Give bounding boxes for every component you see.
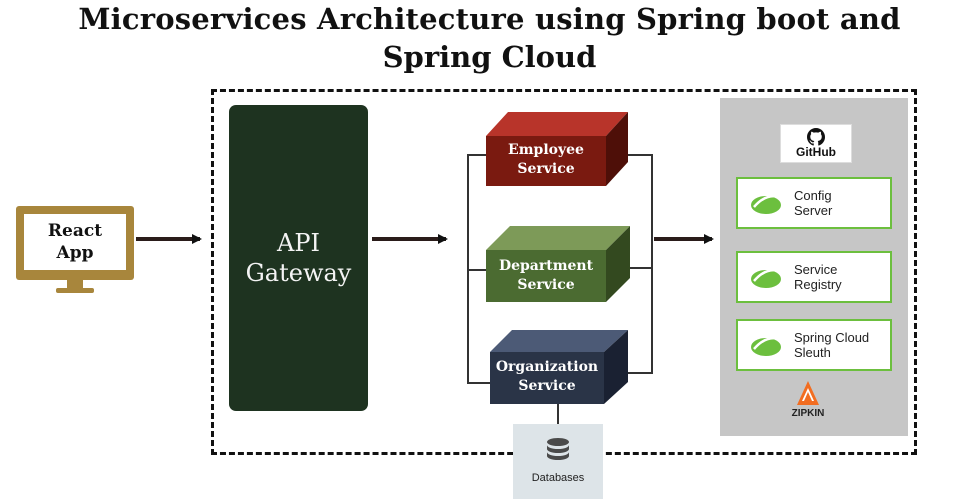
react-app-label-line-1: React bbox=[47, 221, 103, 241]
spring-leaf-icon bbox=[751, 194, 781, 214]
spring-leaf-icon bbox=[751, 268, 781, 288]
api-gateway: API Gateway bbox=[229, 105, 368, 411]
service-registry-line-1: Service bbox=[794, 262, 838, 277]
config-server-line-1: Config bbox=[794, 188, 832, 203]
employee-service-line-1: Employee bbox=[508, 142, 584, 158]
department-service-line-2: Service bbox=[517, 277, 575, 293]
service-registry: Service Registry bbox=[736, 251, 892, 303]
department-service: Department Service bbox=[486, 250, 606, 302]
department-service-box bbox=[486, 226, 630, 302]
zipkin-label: ZIPKIN bbox=[791, 408, 825, 419]
api-gateway-label-line-2: Gateway bbox=[245, 259, 352, 287]
monitor-base bbox=[56, 288, 94, 293]
organization-service-line-2: Service bbox=[518, 378, 576, 394]
react-app-monitor: React App bbox=[16, 206, 134, 280]
service-registry-line-2: Registry bbox=[794, 277, 842, 292]
monitor-stand bbox=[67, 280, 83, 289]
github: GitHub bbox=[780, 124, 852, 163]
zipkin-icon bbox=[797, 381, 819, 405]
diagram-title: Microservices Architecture using Spring … bbox=[0, 0, 979, 76]
api-gateway-label-line-1: API bbox=[277, 229, 320, 257]
github-label: GitHub bbox=[796, 145, 836, 159]
organization-service-box bbox=[490, 330, 628, 404]
zipkin: ZIPKIN bbox=[778, 380, 838, 425]
employee-service: Employee Service bbox=[486, 136, 606, 186]
config-server-line-2: Server bbox=[794, 203, 833, 218]
employee-service-box bbox=[486, 112, 628, 186]
github-icon bbox=[807, 128, 825, 146]
config-server: Config Server bbox=[736, 177, 892, 229]
database-icon bbox=[547, 438, 569, 460]
spring-cloud-sleuth-line-2: Sleuth bbox=[794, 345, 831, 360]
employee-service-line-2: Service bbox=[517, 161, 575, 177]
title-line-2: Spring Cloud bbox=[382, 40, 597, 74]
title-line-1: Microservices Architecture using Spring … bbox=[78, 2, 901, 36]
department-service-line-1: Department bbox=[498, 258, 594, 274]
react-app-screen: React App bbox=[24, 214, 126, 270]
react-app-label-line-2: App bbox=[56, 243, 94, 263]
spring-leaf-icon bbox=[751, 336, 781, 356]
databases-label: Databases bbox=[531, 472, 585, 484]
organization-service: Organization Service bbox=[490, 352, 604, 404]
spring-cloud-sleuth: Spring Cloud Sleuth bbox=[736, 319, 892, 371]
spring-cloud-sleuth-line-1: Spring Cloud bbox=[794, 330, 870, 345]
organization-service-line-1: Organization bbox=[495, 359, 599, 375]
databases: Databases bbox=[513, 424, 603, 499]
